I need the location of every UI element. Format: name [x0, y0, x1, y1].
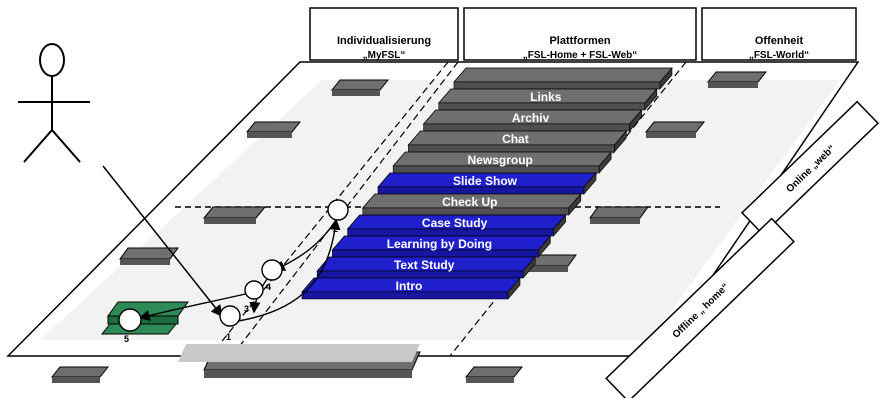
- node-number-5: 5: [124, 334, 129, 344]
- header-sub-fsl-world: „FSL-World“: [749, 50, 809, 61]
- path-nodes: [118, 199, 349, 332]
- node-circle-5: [118, 308, 142, 332]
- layer-front-face: [377, 186, 585, 195]
- node-circle-3: [244, 280, 264, 300]
- layer-front-face: [453, 81, 661, 90]
- layer-side-face: [507, 277, 521, 300]
- layer-label-learning-by-doing: Learning by Doing: [387, 237, 492, 251]
- header-sub-myfsl: „MyFSL“: [363, 50, 406, 61]
- node-number-2: 2: [333, 224, 338, 234]
- node-circle-2: [327, 199, 349, 221]
- header-title-individualisierung: Individualisierung: [337, 35, 431, 47]
- layer-side-face: [598, 151, 612, 174]
- layer-front-face: [332, 249, 539, 258]
- header-title-offenheit: Offenheit: [755, 35, 804, 47]
- person-icon: [18, 43, 90, 163]
- header-box-individualisierung: [309, 7, 459, 61]
- layer-side-face: [553, 214, 566, 237]
- layer-label-intro: Intro: [396, 279, 423, 293]
- layer-front-face: [316, 270, 524, 279]
- dashed-line-1: [231, 61, 459, 357]
- layer-label-text-study: Text Study: [394, 258, 455, 272]
- layer-label-links: Links: [530, 90, 562, 104]
- stack-shadow: [178, 344, 420, 362]
- layer-side-face: [522, 256, 536, 279]
- layer-label-newsgroup: Newsgroup: [468, 153, 533, 167]
- header-box-plattformen: [463, 7, 697, 61]
- node-number-1: 1: [226, 332, 231, 342]
- layer-front-face: [301, 291, 509, 300]
- node-number-3: 3: [244, 304, 249, 314]
- layer-top-blank: [453, 67, 673, 83]
- layer-front-face: [362, 207, 570, 216]
- layer-front-face: [392, 165, 600, 174]
- layer-side-face: [583, 172, 597, 195]
- layer-side-face: [629, 109, 642, 132]
- layer-label-case-study: Case Study: [422, 216, 488, 230]
- header-title-plattformen: Plattformen: [549, 35, 610, 47]
- layer-side-face: [614, 130, 627, 153]
- header-box-offenheit: [701, 7, 857, 61]
- layer-label-slide-show: Slide Show: [453, 174, 518, 188]
- layer-side-face: [644, 88, 658, 111]
- layer-label-check-up: Check Up: [442, 195, 497, 209]
- layer-label-archiv: Archiv: [512, 111, 550, 125]
- node-circle-4: [261, 259, 283, 281]
- layer-front-face: [347, 228, 554, 237]
- layer-side-face: [538, 235, 551, 258]
- node-number-4: 4: [266, 282, 271, 292]
- header-sub-fsl-home-web: „FSL-Home + FSL-Web“: [523, 50, 638, 61]
- layer-front-face: [438, 102, 646, 111]
- user-entry-arrow: [102, 165, 223, 318]
- layer-side-face: [568, 193, 582, 216]
- layer-front-face: [423, 123, 630, 132]
- layer-label-chat: Chat: [502, 132, 529, 146]
- node-circle-1: [219, 305, 241, 327]
- layer-front-face: [408, 144, 615, 153]
- layer-side-face: [659, 67, 673, 90]
